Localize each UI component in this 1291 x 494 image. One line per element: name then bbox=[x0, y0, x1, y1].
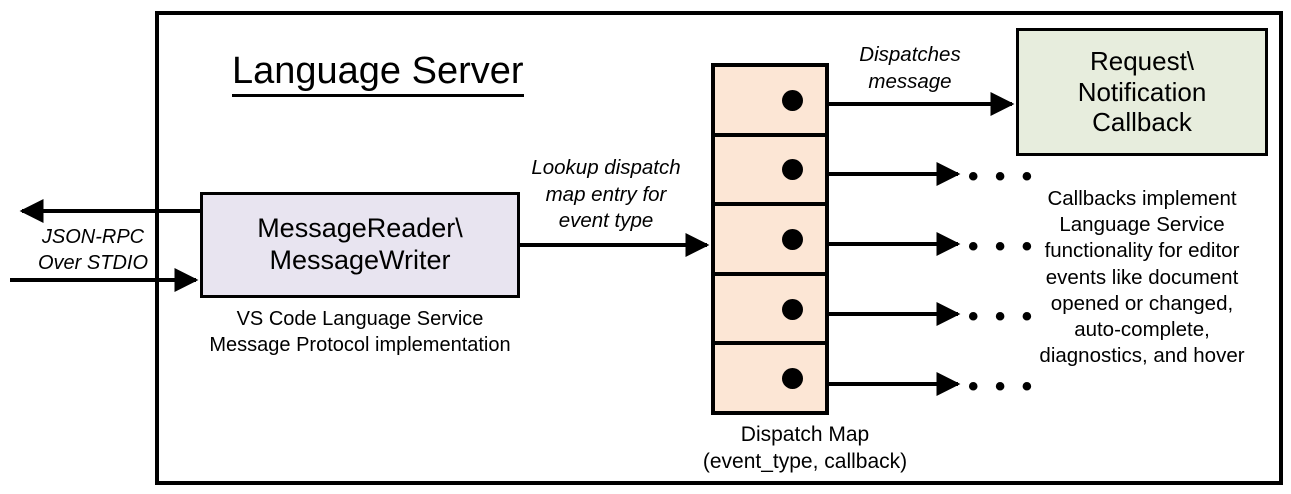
callback-caption-line: Callbacks implement bbox=[1047, 187, 1237, 210]
dispatches-label-line-2: message bbox=[868, 69, 952, 93]
dispatch-map-caption-line-2: (event_type, callback) bbox=[702, 449, 908, 473]
callback-entry-dot bbox=[782, 89, 803, 111]
dispatch-map-row[interactable] bbox=[715, 206, 825, 276]
jsonrpc-label-line-2: Over STDIO bbox=[37, 252, 148, 274]
dispatch-map-row[interactable] bbox=[715, 67, 825, 137]
language-server-boundary-box bbox=[155, 11, 1283, 485]
jsonrpc-stdio-edge-label: JSON-RPC Over STDIO bbox=[18, 224, 168, 276]
ellipsis-callback-3: • • • bbox=[968, 230, 1037, 263]
lookup-label-line-2: map entry for bbox=[545, 182, 667, 206]
dispatch-map-caption: Dispatch Map (event_type, callback) bbox=[640, 422, 970, 476]
callback-line-3: Callback bbox=[1092, 107, 1192, 138]
message-reader-caption: VS Code Language Service Message Protoco… bbox=[190, 307, 530, 358]
message-writer-line: MessageWriter bbox=[269, 245, 451, 275]
callback-line-1: Request\ bbox=[1089, 45, 1195, 76]
callback-caption-line: Language Service bbox=[1059, 213, 1225, 237]
callback-caption-line: functionality for editor bbox=[1044, 239, 1240, 263]
page-title: Language Server bbox=[232, 51, 524, 97]
lookup-label-line-3: event type bbox=[558, 209, 654, 233]
callback-caption-line: opened or changed, bbox=[1050, 291, 1234, 315]
callback-caption-line: events like document bbox=[1045, 265, 1239, 289]
callback-line-2: Notification bbox=[1077, 76, 1207, 107]
callback-entry-dot bbox=[782, 159, 803, 181]
callback-entry-dot bbox=[782, 298, 803, 320]
dispatches-message-edge-label: Dispatches message bbox=[830, 42, 990, 95]
callback-description-caption: Callbacks implement Language Service fun… bbox=[1008, 186, 1276, 370]
callback-entry-dot bbox=[782, 368, 803, 390]
reader-caption-line-1: VS Code Language Service bbox=[236, 308, 484, 330]
callback-box-label: Request\ Notification Callback bbox=[1078, 46, 1207, 138]
ellipsis-callback-5: • • • bbox=[968, 370, 1037, 403]
dispatch-map-row[interactable] bbox=[715, 276, 825, 346]
dispatch-map-row[interactable] bbox=[715, 137, 825, 207]
dispatch-map-table[interactable] bbox=[711, 63, 829, 415]
reader-caption-line-2: Message Protocol implementation bbox=[209, 333, 511, 356]
lookup-dispatch-edge-label: Lookup dispatch map entry for event type bbox=[508, 155, 704, 235]
dispatch-map-caption-line-1: Dispatch Map bbox=[740, 423, 870, 446]
dispatch-map-row[interactable] bbox=[715, 345, 825, 411]
ellipsis-callback-4: • • • bbox=[968, 300, 1037, 333]
message-reader-line: MessageReader\ bbox=[257, 213, 463, 244]
lookup-label-line-1: Lookup dispatch bbox=[531, 156, 681, 179]
request-notification-callback-box[interactable]: Request\ Notification Callback bbox=[1016, 28, 1268, 156]
jsonrpc-label-line-1: JSON-RPC bbox=[41, 226, 145, 248]
callback-caption-line: auto-complete, bbox=[1074, 318, 1210, 342]
dispatches-label-line-1: Dispatches bbox=[859, 43, 961, 66]
callback-entry-dot bbox=[782, 228, 803, 250]
message-reader-writer-box[interactable]: MessageReader\ MessageWriter bbox=[200, 192, 520, 298]
callback-caption-line: diagnostics, and hover bbox=[1039, 344, 1245, 368]
ellipsis-callback-2: • • • bbox=[968, 160, 1037, 193]
message-reader-writer-label: MessageReader\ MessageWriter bbox=[257, 213, 463, 277]
